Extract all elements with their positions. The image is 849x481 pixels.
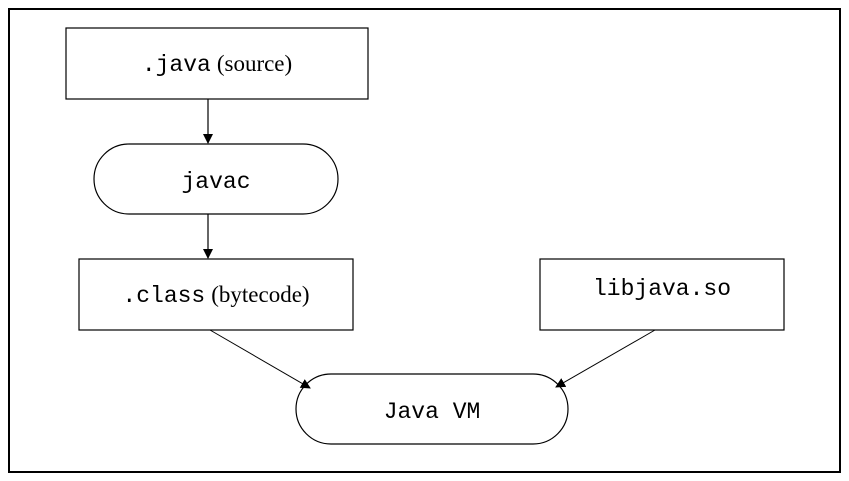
diagram-frame	[8, 8, 841, 473]
node-libjava-label: libjava.so	[593, 276, 731, 302]
edge-class-to-vm	[209, 329, 311, 389]
node-java-source: .java(source)	[65, 27, 369, 100]
node-java-vm-label: Java VM	[384, 399, 481, 425]
node-java-source-label: .java(source)	[142, 51, 292, 78]
node-libjava: libjava.so	[539, 258, 785, 331]
node-javac-label: javac	[181, 169, 250, 195]
node-class-bytecode: .class(bytecode)	[78, 258, 354, 331]
node-class-bytecode-label: .class(bytecode)	[122, 282, 309, 309]
node-javac: javac	[93, 143, 339, 215]
node-java-vm: Java VM	[295, 373, 569, 445]
edge-libjava-to-vm	[555, 329, 656, 388]
